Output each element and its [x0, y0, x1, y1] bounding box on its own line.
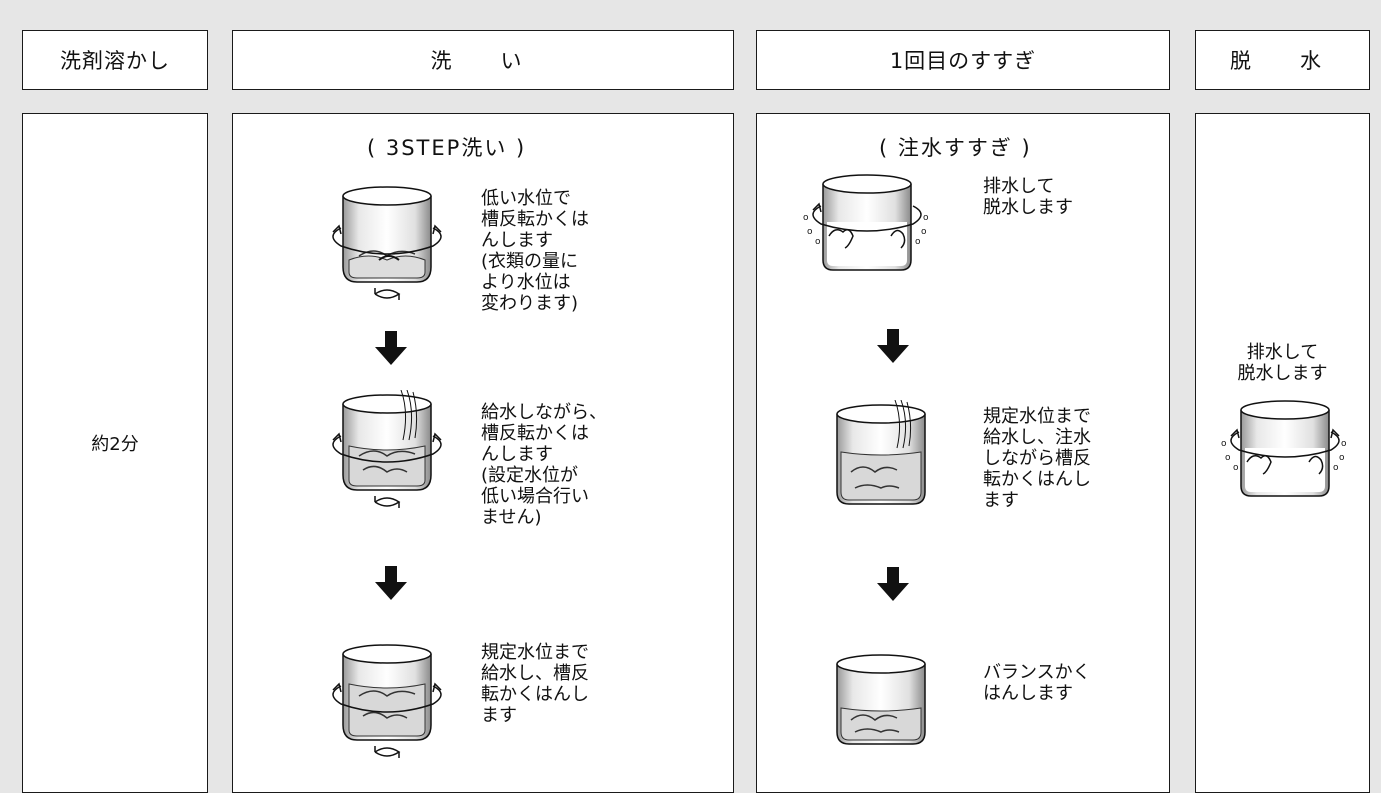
- header-dissolve-label: 洗剤溶かし: [60, 49, 170, 73]
- svg-text:o: o: [1339, 453, 1345, 463]
- svg-text:o: o: [803, 213, 809, 223]
- header-spin: 脱 水: [1195, 30, 1370, 90]
- wash-panel: ( 3STEP洗い ) 低い水位で 槽反転かくは んします (衣類の量に より水…: [232, 113, 734, 793]
- header-rinse1-label: 1回目のすすぎ: [889, 49, 1037, 73]
- rinse-subtitle: ( 注水すすぎ ): [879, 136, 1032, 160]
- svg-text:o: o: [1333, 463, 1339, 473]
- arrow-down-icon: [375, 566, 407, 600]
- wash-step3-text: 規定水位まで 給水し、槽反 転かくはんし ます: [481, 642, 589, 726]
- svg-text:o: o: [1225, 453, 1231, 463]
- rinse-step1-text: 排水して 脱水します: [983, 176, 1073, 218]
- svg-text:o: o: [1233, 463, 1239, 473]
- svg-text:o: o: [1221, 439, 1227, 449]
- arrow-down-icon: [877, 329, 909, 363]
- dissolve-duration: 約2分: [91, 434, 139, 455]
- header-wash-label: 洗 い: [430, 49, 536, 73]
- tub-filling-rinse-icon: [836, 400, 926, 505]
- svg-text:o: o: [915, 237, 921, 247]
- arrow-down-icon: [375, 331, 407, 365]
- svg-text:o: o: [923, 213, 929, 223]
- tub-low-water-reverse-stir-icon: [332, 186, 442, 300]
- tub-spin-icon: ooo ooo: [1221, 400, 1347, 497]
- tub-filling-reverse-stir-icon: [332, 390, 442, 508]
- svg-text:o: o: [921, 227, 927, 237]
- header-dissolve: 洗剤溶かし: [22, 30, 208, 90]
- wash-step1-text: 低い水位で 槽反転かくは んします (衣類の量に より水位は 変わります): [481, 188, 589, 314]
- tub-full-water-reverse-stir-icon: [332, 644, 442, 758]
- wash-step2-text: 給水しながら、 槽反転かくは んします (設定水位が 低い場合行い ません): [481, 402, 607, 528]
- rinse-step2-text: 規定水位まで 給水し、注水 しながら槽反 転かくはんし ます: [983, 406, 1091, 511]
- svg-text:o: o: [807, 227, 813, 237]
- tub-balance-stir-icon: [836, 654, 926, 745]
- rinse-step3-text: バランスかく はんします: [983, 662, 1091, 704]
- arrow-down-icon: [877, 567, 909, 601]
- tub-drain-spin-icon: ooo ooo: [803, 174, 929, 271]
- dissolve-panel: 約2分: [22, 113, 208, 793]
- header-wash: 洗 い: [232, 30, 734, 90]
- wash-subtitle: ( 3STEP洗い ): [367, 136, 527, 160]
- spin-text: 排水して 脱水します: [1237, 342, 1328, 384]
- header-rinse1: 1回目のすすぎ: [756, 30, 1170, 90]
- svg-text:o: o: [815, 237, 821, 247]
- header-spin-label: 脱 水: [1230, 49, 1335, 73]
- svg-text:o: o: [1341, 439, 1347, 449]
